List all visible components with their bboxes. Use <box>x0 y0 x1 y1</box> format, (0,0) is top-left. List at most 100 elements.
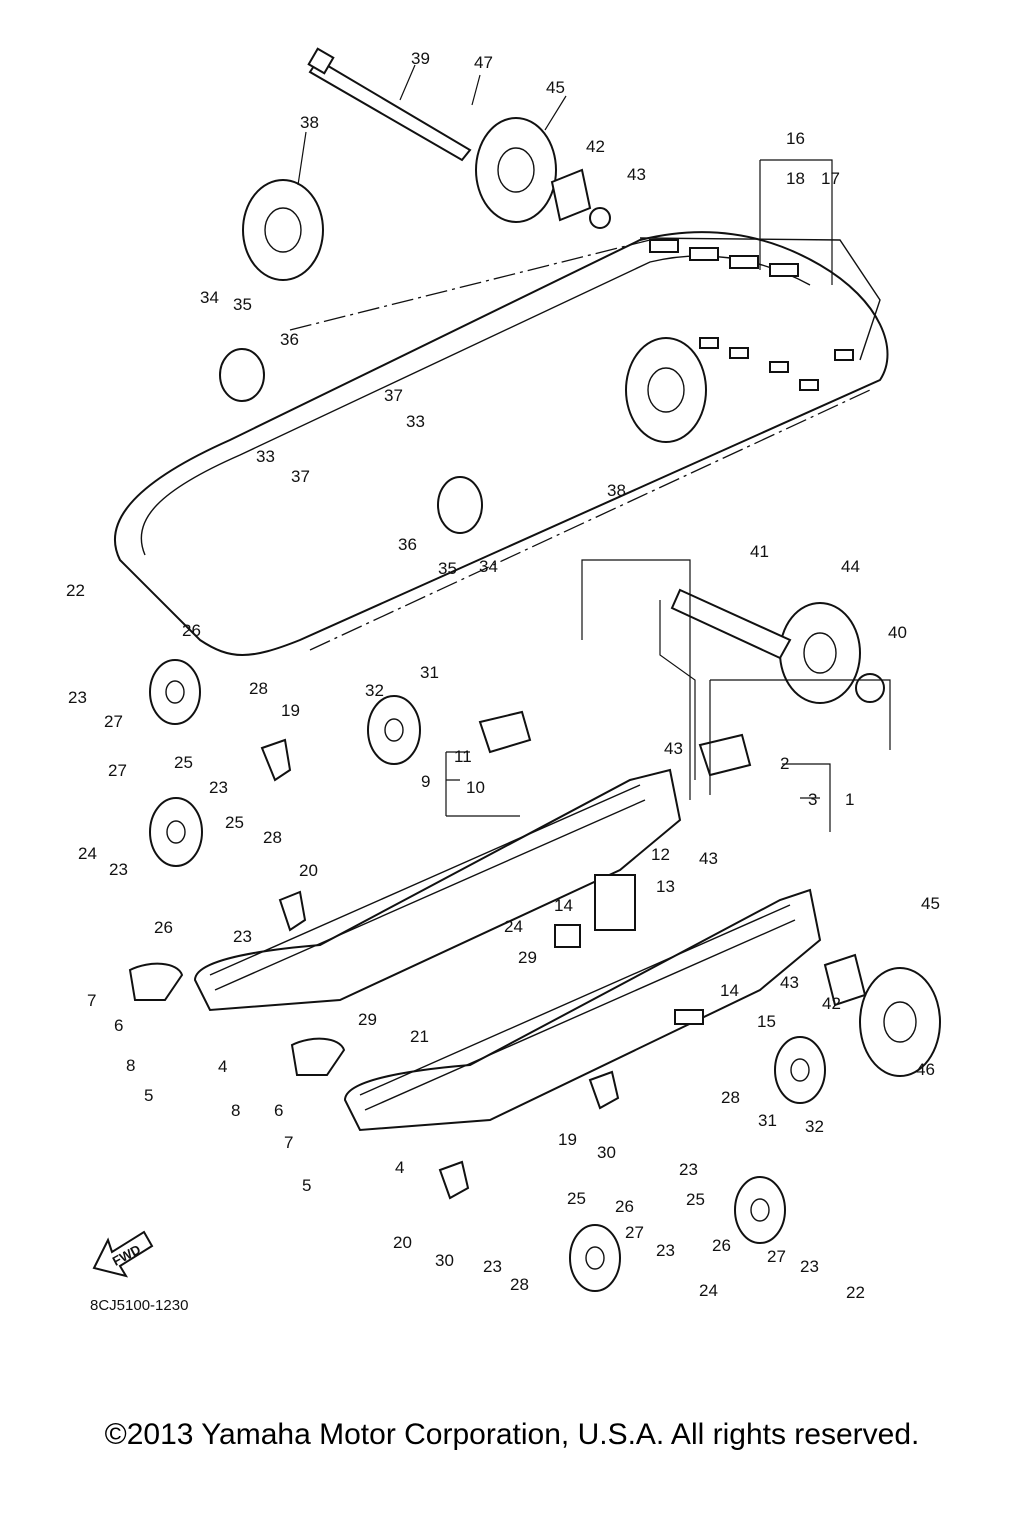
callout: 25 <box>567 1189 586 1208</box>
callout: 27 <box>108 761 127 780</box>
copyright-notice: ©2013 Yamaha Motor Corporation, U.S.A. A… <box>104 1418 920 1451</box>
collar-40 <box>855 673 885 703</box>
callout: 43 <box>699 849 718 868</box>
callout: 31 <box>758 1111 777 1130</box>
callout: 22 <box>66 581 85 600</box>
callout: 5 <box>144 1086 153 1105</box>
callout: 1 <box>845 790 854 809</box>
idler-wheel-38-rear <box>242 179 324 281</box>
callout: 2 <box>780 754 789 773</box>
callout: 9 <box>421 772 430 791</box>
callout: 28 <box>510 1275 529 1294</box>
callout: 36 <box>280 330 299 349</box>
callout: 30 <box>597 1143 616 1162</box>
callout: 39 <box>411 49 430 68</box>
callout: 27 <box>767 1247 786 1266</box>
callout: 6 <box>274 1101 283 1120</box>
slider-6-right <box>290 1037 346 1076</box>
callout: 45 <box>921 894 940 913</box>
lower-wheels <box>128 588 941 1292</box>
callout: 42 <box>586 137 605 156</box>
callout: 34 <box>200 288 219 307</box>
callout: 38 <box>607 481 626 500</box>
callout: 43 <box>664 739 683 758</box>
callout: 25 <box>686 1190 705 1209</box>
callout: 41 <box>750 542 769 561</box>
callout: 10 <box>466 778 485 797</box>
callout: 21 <box>410 1027 429 1046</box>
callout: 27 <box>625 1223 644 1242</box>
callout: 43 <box>627 165 646 184</box>
callout: 23 <box>800 1257 819 1276</box>
callout: 26 <box>615 1197 634 1216</box>
callout: 23 <box>483 1257 502 1276</box>
callout: 35 <box>233 295 252 314</box>
callout: 29 <box>518 948 537 967</box>
slide-rails <box>193 768 822 1132</box>
callout: 37 <box>291 467 310 486</box>
fwd-label: FWD <box>110 1242 143 1269</box>
callout: 26 <box>182 621 201 640</box>
idler-wheel-44 <box>779 602 861 704</box>
callout: 20 <box>393 1233 412 1252</box>
callout: 25 <box>225 813 244 832</box>
callout: 4 <box>395 1158 404 1177</box>
callout: 45 <box>546 78 565 97</box>
callout: 32 <box>805 1117 824 1136</box>
callout: 5 <box>302 1176 311 1195</box>
callout: 33 <box>406 412 425 431</box>
track-cleats <box>649 239 854 391</box>
diagram-code: 8CJ5100-1230 <box>90 1297 188 1314</box>
callout-labels: 39 47 45 38 42 43 16 18 17 34 35 36 33 3… <box>66 49 940 1302</box>
callout: 3 <box>808 790 817 809</box>
callout: 12 <box>651 845 670 864</box>
callout: 30 <box>435 1251 454 1270</box>
callout: 23 <box>656 1241 675 1260</box>
callout: 38 <box>300 113 319 132</box>
callout: 6 <box>114 1016 123 1035</box>
callout: 17 <box>821 169 840 188</box>
callout: 11 <box>454 747 472 766</box>
callout: 14 <box>554 896 573 915</box>
callout: 8 <box>231 1101 240 1120</box>
callout: 37 <box>384 386 403 405</box>
idler-wheel-38-mid <box>625 337 707 443</box>
callout: 8 <box>126 1056 135 1075</box>
callout: 24 <box>78 844 97 863</box>
callout: 23 <box>679 1160 698 1179</box>
callout: 7 <box>87 991 96 1010</box>
callout: 34 <box>479 557 498 576</box>
callout: 4 <box>218 1057 227 1076</box>
callout: 42 <box>822 994 841 1013</box>
callout: 35 <box>438 559 457 578</box>
callout: 15 <box>757 1012 776 1031</box>
callout: 28 <box>249 679 268 698</box>
leader-lines <box>297 64 891 832</box>
collar-42-front <box>823 953 867 1007</box>
spring-plate-12 <box>594 874 636 931</box>
collar-42-top <box>550 168 592 222</box>
callout: 26 <box>712 1236 731 1255</box>
callout: 18 <box>786 169 805 188</box>
callout: 28 <box>263 828 282 847</box>
callout: 23 <box>109 860 128 879</box>
callout: 43 <box>780 973 799 992</box>
callout: 27 <box>104 712 123 731</box>
track-belt <box>114 231 889 656</box>
callout: 31 <box>420 663 439 682</box>
idler-wheel-45-rear <box>475 117 557 223</box>
callout: 40 <box>888 623 907 642</box>
callout: 36 <box>398 535 417 554</box>
callout: 7 <box>284 1133 293 1152</box>
fwd-arrow: FWD <box>92 1230 154 1278</box>
slider-6-left <box>128 962 184 1001</box>
callout: 14 <box>720 981 739 1000</box>
callout: 33 <box>256 447 275 466</box>
callout: 25 <box>174 753 193 772</box>
callout: 23 <box>209 778 228 797</box>
callout: 24 <box>504 917 523 936</box>
callout: 16 <box>786 129 805 148</box>
rear-axle-assembly <box>219 47 707 534</box>
callout: 24 <box>699 1281 718 1300</box>
